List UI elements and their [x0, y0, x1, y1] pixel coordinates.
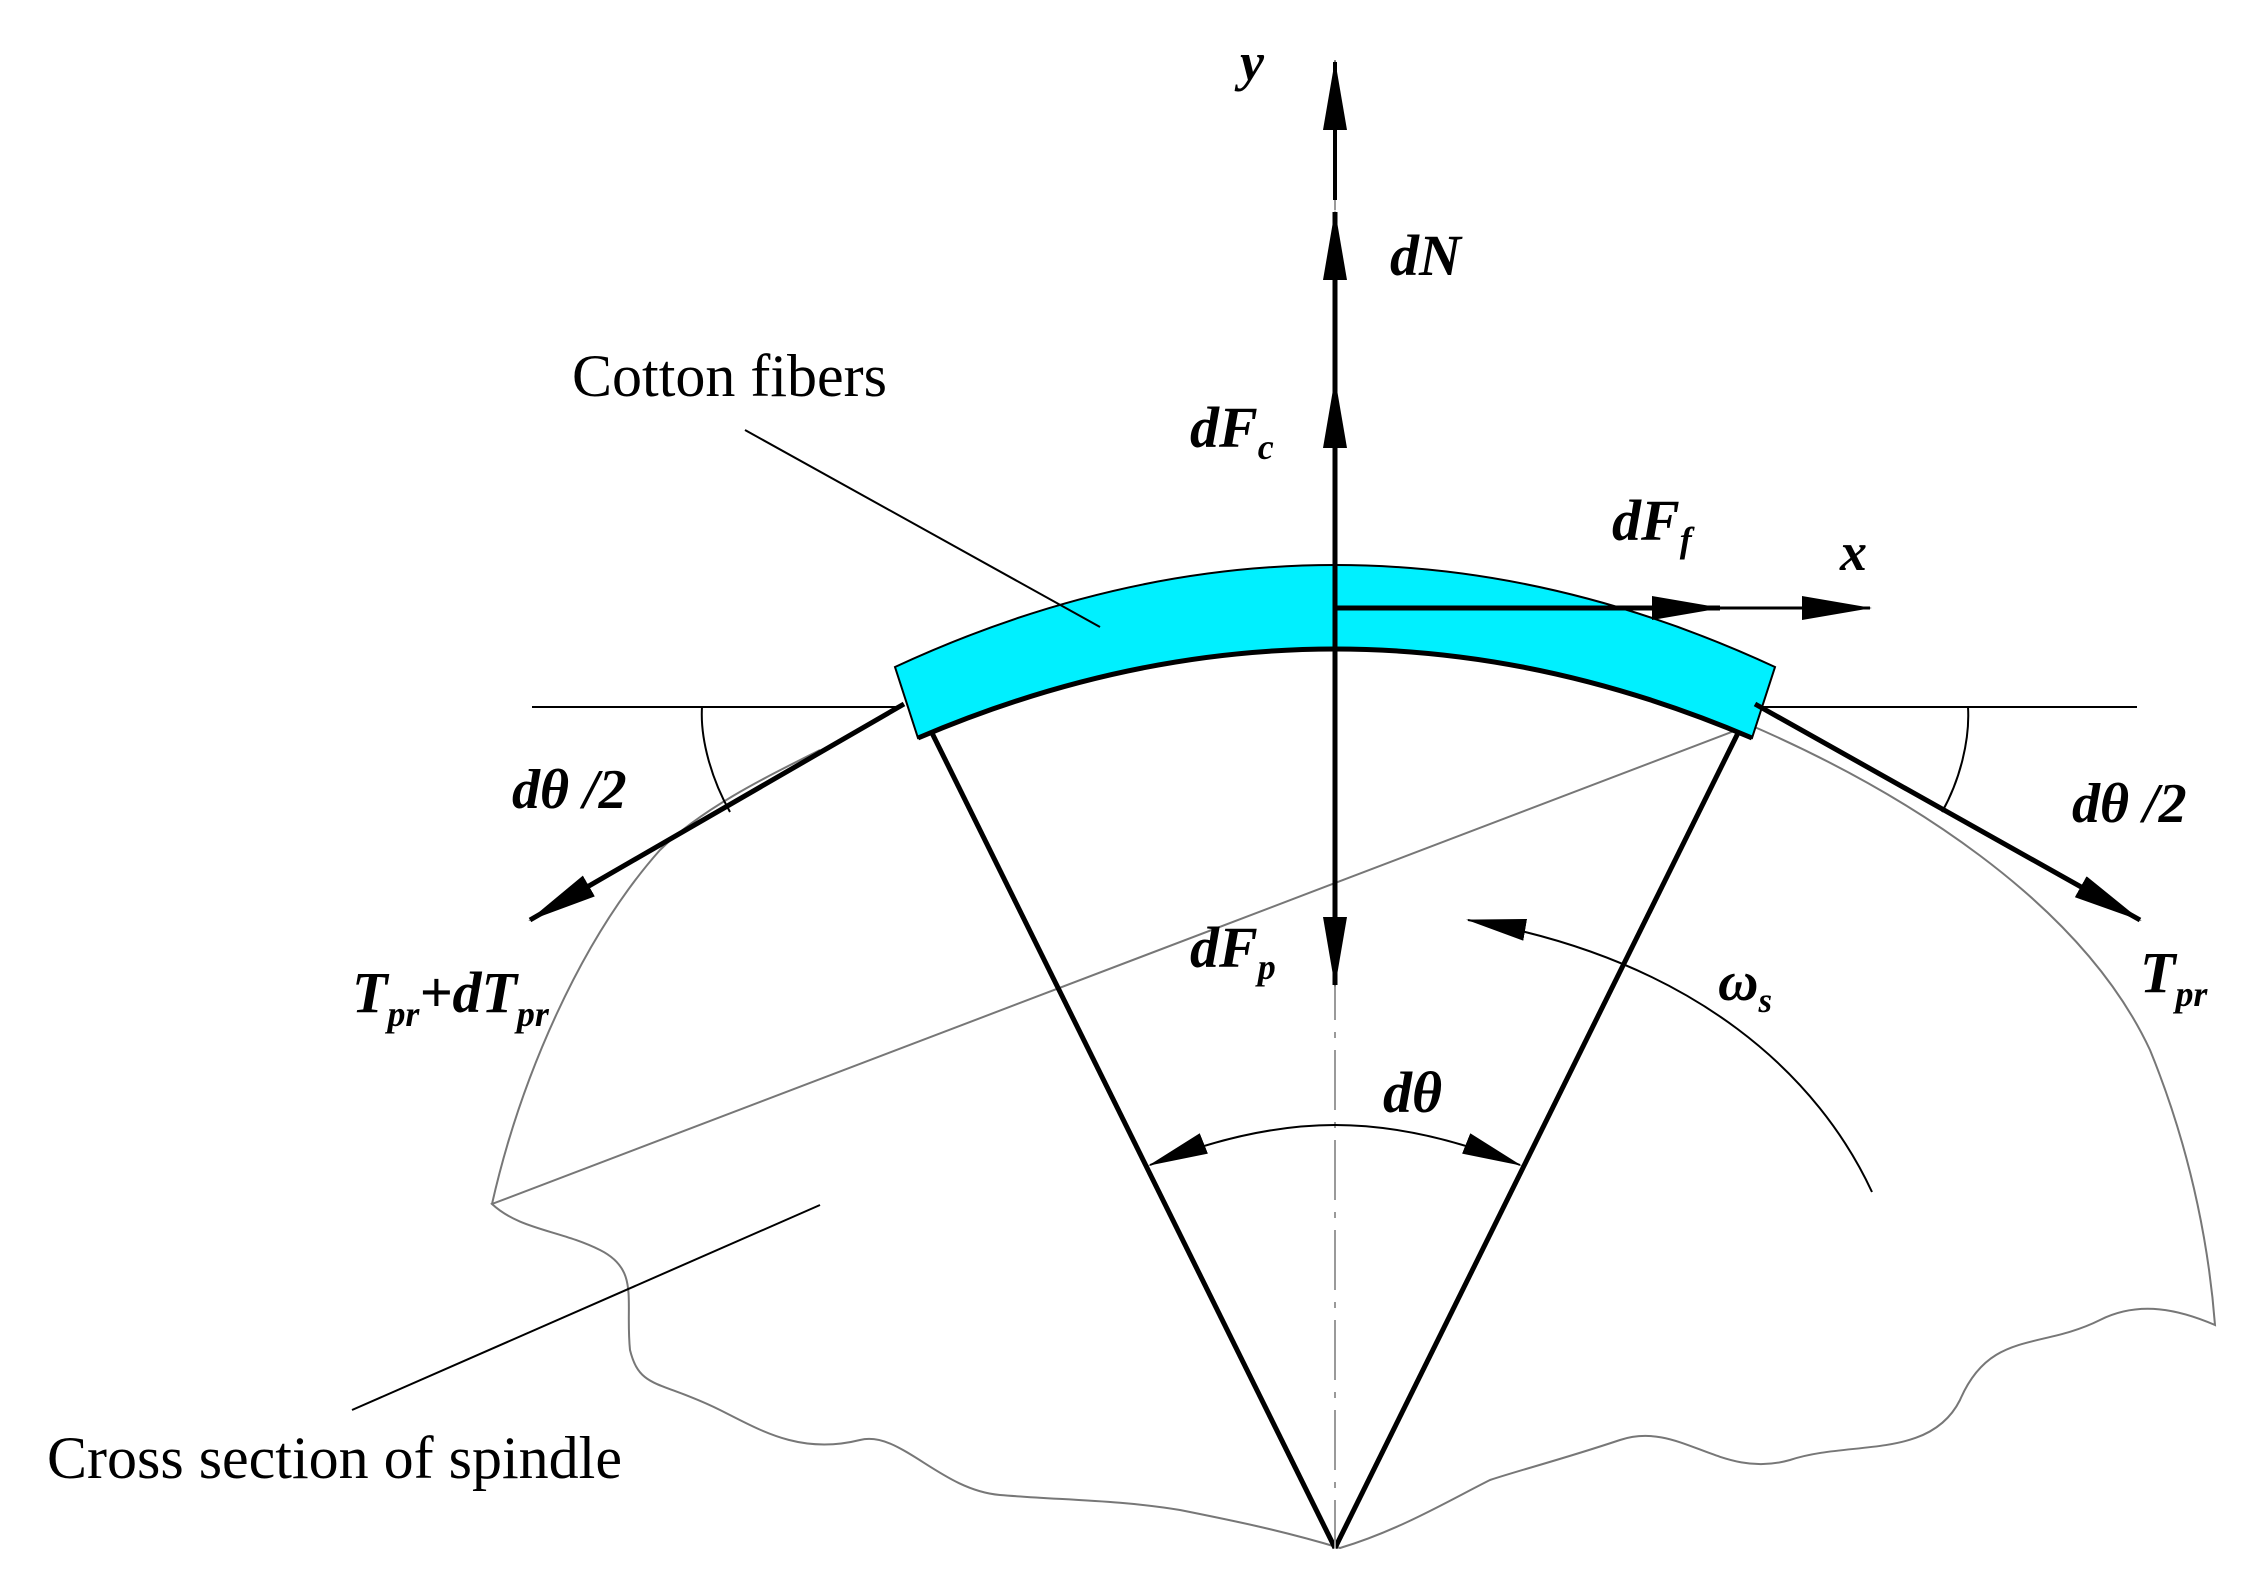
x-axis-label: x: [1839, 522, 1867, 582]
y-axis-label: y: [1234, 32, 1265, 92]
cotton-fibers-label: Cotton fibers: [572, 343, 887, 409]
cross-section-leader: [351, 1204, 821, 1411]
cotton-fibers-leader: [744, 429, 1101, 628]
rotation-arc: [1466, 919, 1873, 1193]
sector-radius-right: [1332, 731, 1741, 1550]
dFf-label: dFf: [1612, 488, 1695, 560]
dFc-label: dFc: [1190, 395, 1274, 467]
dFp-label: dFp: [1190, 915, 1276, 987]
tension-label-left: Tpr+dTpr: [352, 960, 550, 1034]
cross-section-label: Cross section of spindle: [47, 1425, 622, 1491]
half-angle-label-left: dθ /2: [512, 759, 627, 821]
half-angle-arc-right: [1941, 706, 1970, 813]
dN-label: dN: [1390, 223, 1463, 288]
tension-arrow-left: [528, 701, 906, 923]
dtheta-arc-left: [1148, 1124, 1336, 1166]
dtheta-arc: [1334, 1124, 1522, 1166]
sector-radius-left: [929, 731, 1338, 1550]
half-angle-label-right: dθ /2: [2072, 773, 2187, 835]
dtheta-label: dθ: [1383, 1060, 1442, 1125]
spindle-outline: [490, 723, 2217, 1550]
tension-label-right: Tpr: [2140, 940, 2208, 1014]
omega-label: ωs: [1718, 951, 1772, 1020]
half-angle-arc-left: [700, 706, 731, 813]
tension-arrow-right: [1753, 701, 2142, 923]
